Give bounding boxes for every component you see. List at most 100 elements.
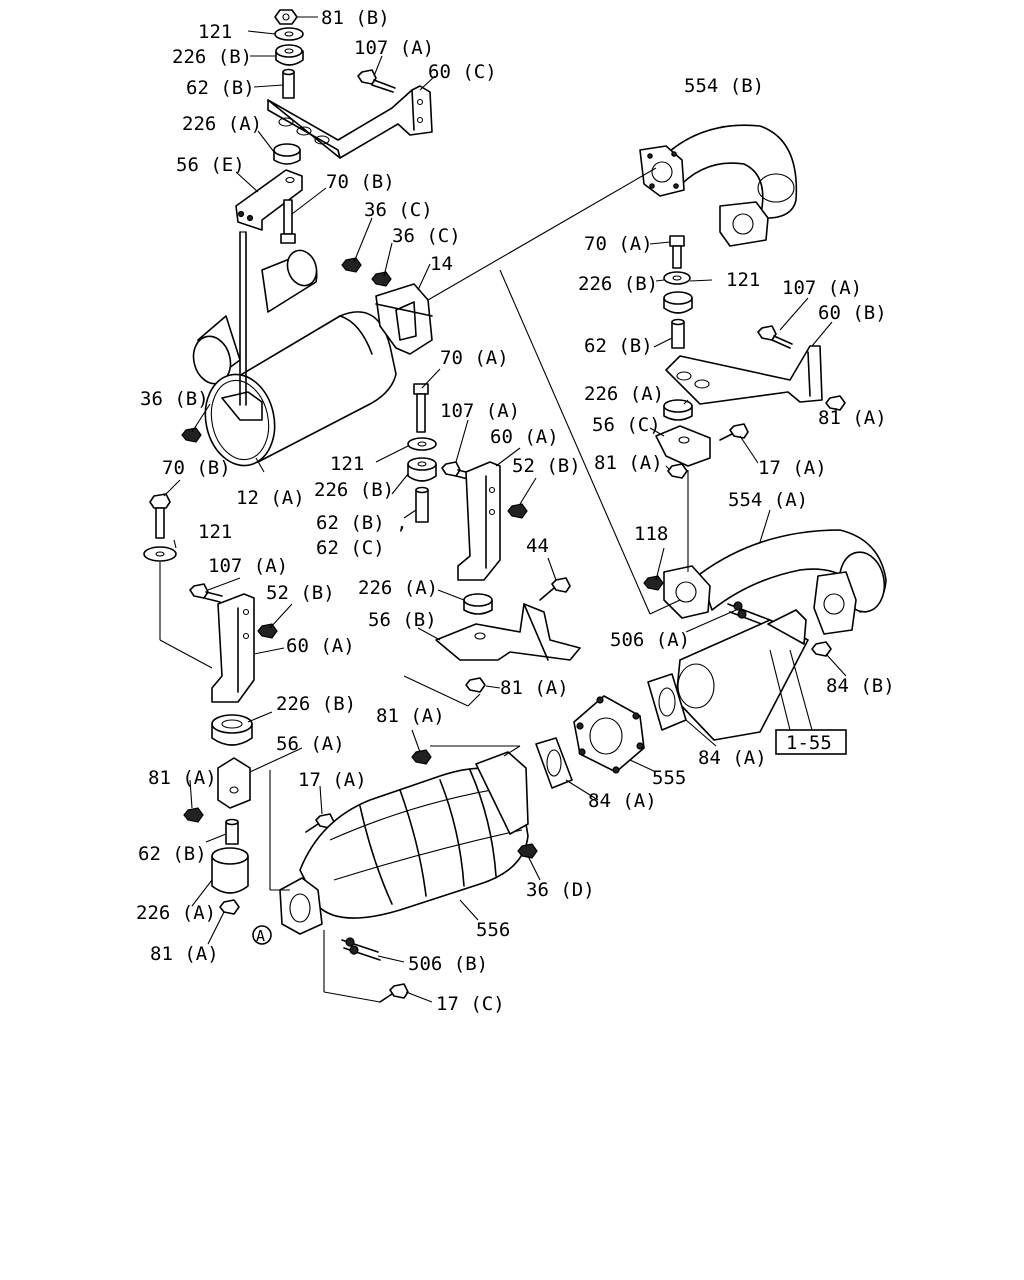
label-62b: 62 (B)	[584, 335, 653, 357]
cushion-226b-mid	[407, 457, 437, 482]
cushion-226a-lower	[211, 847, 249, 894]
cushion-226a-center	[463, 593, 493, 615]
label-56a: 56 (A)	[276, 733, 345, 755]
nut-81a-right-b	[667, 463, 688, 479]
label-62c: 62 (C)	[316, 537, 385, 559]
label-60a: 60 (A)	[286, 635, 355, 657]
cushion-226a-top	[273, 143, 301, 165]
nut-81a-lower-b	[219, 899, 240, 915]
flex-joint-555	[573, 695, 645, 774]
label-52b: 52 (B)	[512, 455, 581, 477]
label-506a: 506 (A)	[610, 629, 690, 651]
flange-14	[375, 283, 433, 355]
nut-81a-lower-a	[183, 807, 204, 823]
label-62b: 62 (B)	[186, 77, 255, 99]
label-84a: 84 (A)	[588, 790, 657, 812]
bracket-56c	[655, 425, 711, 467]
bolt-70a-right	[669, 235, 685, 269]
label-56c: 56 (C)	[592, 414, 661, 436]
label-81a: 81 (A)	[818, 407, 887, 429]
catalytic-converter-556	[279, 751, 529, 935]
label-121: 121	[330, 453, 364, 475]
bracket-60c	[267, 85, 433, 159]
label-62b: 62 (B) ,	[316, 512, 408, 534]
gasket-84a-mid	[535, 737, 573, 789]
label-121: 121	[726, 269, 760, 291]
cushion-226b-right	[663, 291, 693, 314]
nut-52b-mid	[507, 503, 528, 519]
label-226a: 226 (A)	[182, 113, 262, 135]
collar-62b-lower	[225, 818, 239, 845]
nut-118	[643, 575, 664, 591]
label-70a: 70 (A)	[584, 233, 653, 255]
label-44: 44	[526, 535, 549, 557]
label-226b: 226 (B)	[276, 693, 356, 715]
nut-52b-left	[257, 623, 278, 639]
bolt-17c	[379, 983, 409, 1003]
label-84b: 84 (B)	[826, 675, 895, 697]
label-70a: 70 (A)	[440, 347, 509, 369]
label-56b: 56 (B)	[368, 609, 437, 631]
nut-81a-center	[465, 677, 486, 693]
bolt-44	[539, 577, 571, 601]
nut-36b	[181, 427, 202, 443]
label-62b: 62 (B)	[138, 843, 207, 865]
label-118: 118	[634, 523, 668, 545]
label-554b: 554 (B)	[684, 75, 764, 97]
label-56e: 56 (E)	[176, 154, 245, 176]
label-81a: 81 (A)	[500, 677, 569, 699]
cushion-226b-top	[275, 44, 304, 66]
washer-121-right	[663, 271, 691, 285]
pipe-554a	[663, 529, 887, 635]
label-36c: 36 (C)	[364, 199, 433, 221]
nut-81a-right	[825, 395, 846, 411]
label-81a: 81 (A)	[148, 767, 217, 789]
leader-lines	[159, 16, 847, 1003]
label-81b: 81 (B)	[321, 7, 390, 29]
label-226a: 226 (A)	[584, 383, 664, 405]
nut-36c-b	[371, 271, 392, 287]
label-81a: 81 (A)	[594, 452, 663, 474]
label-226b: 226 (B)	[172, 46, 252, 68]
bolt-70b-left	[149, 493, 171, 539]
label-52b: 52 (B)	[266, 582, 335, 604]
washer-121-top	[274, 27, 304, 41]
collar-62b-top	[282, 68, 295, 99]
label-14: 14	[430, 253, 453, 275]
bracket-60b	[665, 345, 823, 405]
nut-84b	[811, 641, 832, 657]
label-107a: 107 (A)	[208, 555, 288, 577]
label-121: 121	[198, 521, 232, 543]
label-226a: 226 (A)	[358, 577, 438, 599]
label-36d: 36 (D)	[526, 879, 595, 901]
label-70b: 70 (B)	[162, 457, 231, 479]
bracket-56a	[217, 757, 251, 809]
cushion-226a-right	[663, 399, 693, 421]
bracket-56e	[235, 169, 303, 231]
label-12a: 12 (A)	[236, 487, 305, 509]
label-81a: 81 (A)	[150, 943, 219, 965]
label-36b: 36 (B)	[140, 388, 209, 410]
bolt-107a-right	[757, 325, 793, 349]
nut-36c-a	[341, 257, 362, 273]
label-1-55: 1-55	[786, 732, 832, 754]
label-506b: 506 (B)	[408, 953, 488, 975]
label-121: 121	[198, 21, 232, 43]
label-107a: 107 (A)	[440, 400, 520, 422]
bracket-56b	[435, 603, 581, 661]
bracket-60a-mid	[457, 461, 501, 581]
label-226a: 226 (A)	[136, 902, 216, 924]
collar-62b-mid	[415, 486, 429, 523]
washer-121-left	[143, 546, 177, 562]
label-84a: 84 (A)	[698, 747, 767, 769]
bracket-60a-left	[211, 593, 255, 703]
pipe-554b	[639, 124, 798, 247]
label-107a: 107 (A)	[782, 277, 862, 299]
bolt-107a-top	[357, 69, 396, 93]
bolt-70a-mid	[413, 383, 429, 433]
label-107a: 107 (A)	[354, 37, 434, 59]
label-555: 555	[652, 767, 686, 789]
bolt-17a-right	[719, 423, 749, 441]
label-a: A	[256, 927, 265, 945]
